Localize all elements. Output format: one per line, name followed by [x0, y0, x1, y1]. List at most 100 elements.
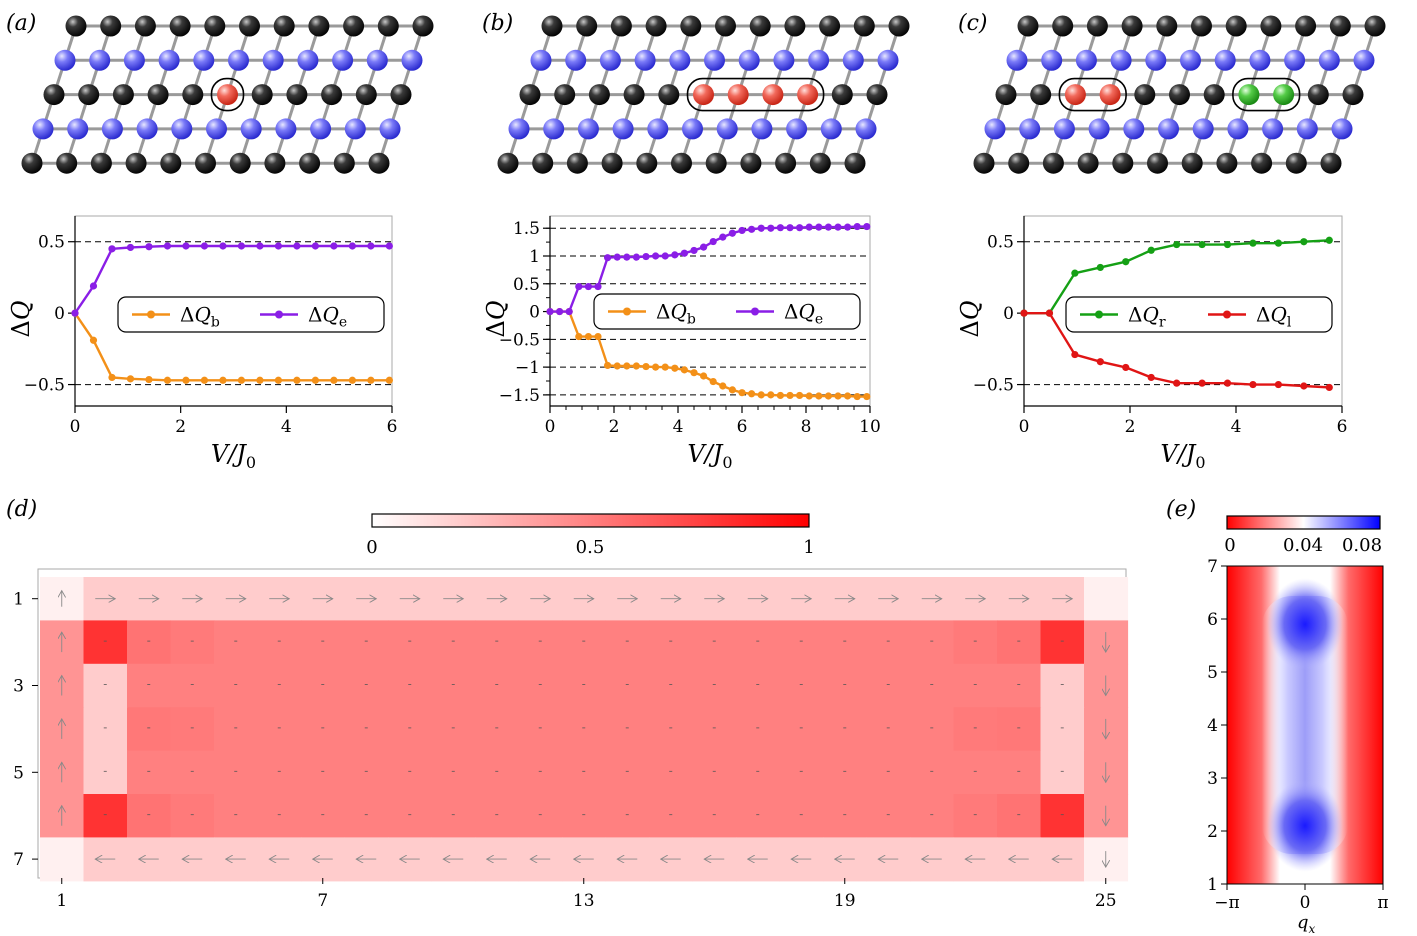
data-point-purple	[709, 237, 717, 246]
lattice-atom-black	[1225, 15, 1247, 37]
heatmap-cell	[823, 663, 868, 708]
lattice-atom-blue	[1214, 49, 1236, 71]
lattice-atom-black	[844, 152, 866, 174]
lattice-atom-black	[636, 152, 658, 174]
lattice-atom-blue	[171, 118, 193, 140]
lattice-atom-black	[368, 152, 390, 174]
y-tick-label: 3	[1207, 769, 1218, 789]
y-axis-label: ΔQ	[7, 300, 35, 337]
heatmap-cell	[779, 794, 824, 838]
heatmap-cell	[562, 794, 607, 838]
lattice-atom-black	[888, 15, 910, 37]
data-point-purple	[767, 224, 775, 232]
lattice-atom-black	[1203, 84, 1225, 106]
data-point-orange	[786, 391, 794, 400]
data-point-orange	[584, 332, 593, 341]
heatmap-cell	[605, 794, 650, 838]
lattice-atom-black	[866, 84, 888, 106]
heatmap-e-peak	[1267, 578, 1343, 671]
lattice-atom-blue	[808, 49, 830, 71]
data-point-orange	[719, 382, 727, 390]
data-point-orange	[293, 376, 301, 384]
heatmap-cell	[388, 663, 433, 708]
data-point-orange	[815, 392, 823, 400]
data-point-orange	[237, 376, 246, 384]
heatmap-cell	[40, 837, 85, 882]
data-point-purple	[738, 226, 746, 235]
data-point-red	[1020, 309, 1028, 317]
heatmap-cell	[953, 794, 998, 838]
heatmap-cell	[1040, 794, 1085, 838]
data-point-orange	[824, 392, 833, 400]
lattice-atom-black	[1295, 15, 1317, 37]
lattice-atom-blue	[344, 118, 366, 140]
lattice-atom-blue	[577, 118, 599, 140]
heatmap-cell	[301, 707, 346, 752]
lattice-atom-black	[671, 152, 692, 174]
data-point-green	[1198, 240, 1206, 249]
y-tick-label: 7	[13, 850, 24, 870]
heatmap-cell	[301, 663, 346, 708]
lattice-atom-black	[21, 152, 43, 174]
data-point-orange	[330, 376, 338, 384]
legend-swatch-marker	[147, 310, 155, 319]
lattice-atom-black	[1042, 152, 1064, 174]
y-tick-label: 1	[13, 590, 24, 610]
heatmap-cell	[649, 620, 694, 665]
y-tick-label: 0.5	[513, 275, 540, 295]
data-point-red	[1096, 358, 1104, 366]
heatmap-cell	[214, 707, 259, 752]
heatmap-cell	[736, 663, 781, 708]
heatmap-cell	[649, 663, 694, 708]
data-point-purple	[385, 242, 393, 250]
data-point-red	[1223, 379, 1232, 387]
heatmap-cell	[953, 620, 998, 665]
data-point-green	[1300, 238, 1308, 246]
y-tick-label: 7	[1207, 557, 1218, 577]
lattice-atom-black	[749, 15, 771, 37]
data-point-orange	[652, 363, 660, 371]
lattice-atom-blue	[1249, 49, 1271, 71]
lattice-atom-black	[321, 84, 343, 106]
x-tick-label: 13	[573, 891, 595, 911]
lattice-atom-blue	[262, 49, 284, 71]
heatmap-cell	[83, 663, 128, 708]
x-tick-label: π	[1377, 893, 1388, 913]
data-point-orange	[671, 364, 679, 372]
panel-label-d: (d)	[6, 497, 37, 522]
lattice-atom-green	[1238, 84, 1260, 106]
lattice-atom-blue	[508, 118, 530, 140]
data-point-purple	[293, 242, 301, 250]
heatmap-cell	[214, 620, 259, 665]
data-point-orange	[311, 376, 319, 384]
colorbar-tick-label: 0.08	[1342, 535, 1382, 556]
heatmap-cell	[953, 750, 998, 795]
lattice-atom-black	[1086, 15, 1108, 37]
data-point-orange	[776, 391, 785, 400]
x-tick-label: −π	[1214, 893, 1239, 913]
lattice-atom-blue	[1331, 118, 1353, 140]
lattice-atom-black	[1364, 15, 1386, 37]
data-point-green	[1071, 269, 1079, 277]
data-point-red	[1198, 379, 1206, 387]
data-point-orange	[632, 362, 641, 370]
heatmap-cell	[1040, 707, 1085, 752]
lattice-atom-black	[973, 152, 995, 174]
lattice-atom-black	[1251, 152, 1273, 174]
lattice-atom-red	[727, 84, 749, 106]
lattice-atom-blue	[842, 49, 864, 71]
legend-entry-label: ΔQb	[656, 300, 696, 328]
heatmap-cell	[562, 620, 607, 665]
heatmap-cell	[649, 750, 694, 795]
lattice-atom-black	[541, 15, 563, 37]
lattice-atom-blue	[682, 118, 703, 140]
data-point-purple	[163, 242, 172, 250]
lattice-atom-black	[343, 15, 365, 37]
lattice-atom-black	[1320, 152, 1342, 174]
legend-swatch-marker	[1223, 310, 1231, 319]
heatmap-cell	[910, 620, 955, 665]
lattice-atom-black	[1285, 152, 1307, 174]
lattice-atom-black	[1052, 15, 1074, 37]
x-tick-label: 2	[609, 417, 620, 437]
